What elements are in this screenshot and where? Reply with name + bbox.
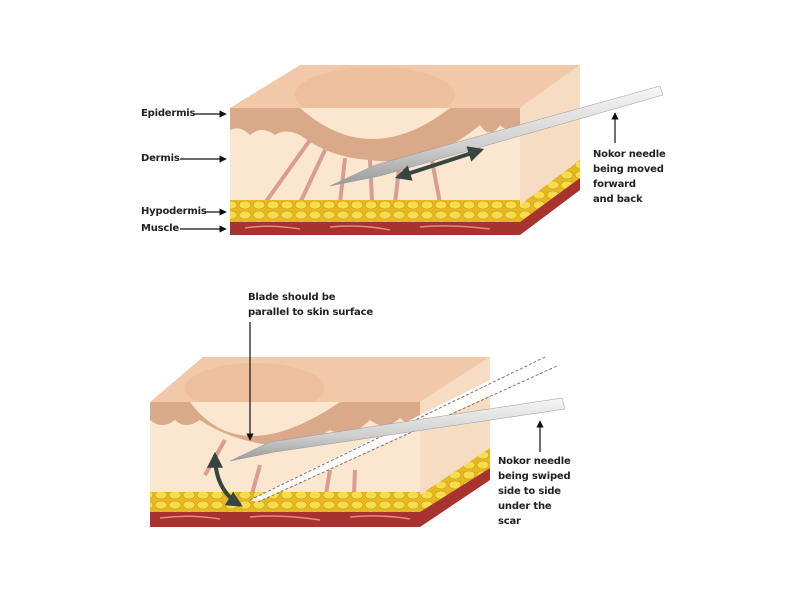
muscle-layer xyxy=(230,222,520,235)
bottom-needle-caption: Nokor needle being swiped side to side u… xyxy=(498,454,571,529)
epidermis-layer xyxy=(230,108,520,162)
caption-line: scar xyxy=(498,516,521,527)
top-skin-block xyxy=(230,65,580,235)
label-hypodermis: Hypodermis xyxy=(141,206,207,217)
side-to-side-arrow xyxy=(207,451,243,507)
caption-line: Blade should be xyxy=(248,292,336,303)
caption-line: Nokor needle xyxy=(593,149,666,160)
blade-caption: Blade should be parallel to skin surface xyxy=(248,290,373,320)
caption-line: forward xyxy=(593,179,636,190)
layer-pointer-arrows xyxy=(180,110,619,233)
bottom-needle xyxy=(229,397,566,462)
caption-line: parallel to skin surface xyxy=(248,307,373,318)
hypodermis-layer xyxy=(230,200,520,222)
top-needle-caption: Nokor needle being moved forward and bac… xyxy=(593,147,666,207)
forward-back-arrow xyxy=(394,146,485,181)
label-muscle: Muscle xyxy=(141,223,179,234)
label-epidermis: Epidermis xyxy=(141,108,196,119)
caption-line: under the xyxy=(498,501,552,512)
caption-line: side to side xyxy=(498,486,561,497)
label-dermis: Dermis xyxy=(141,153,180,164)
caption-line: Nokor needle xyxy=(498,456,571,467)
caption-line: and back xyxy=(593,194,643,205)
caption-line: being swiped xyxy=(498,471,571,482)
caption-line: being moved xyxy=(593,164,664,175)
